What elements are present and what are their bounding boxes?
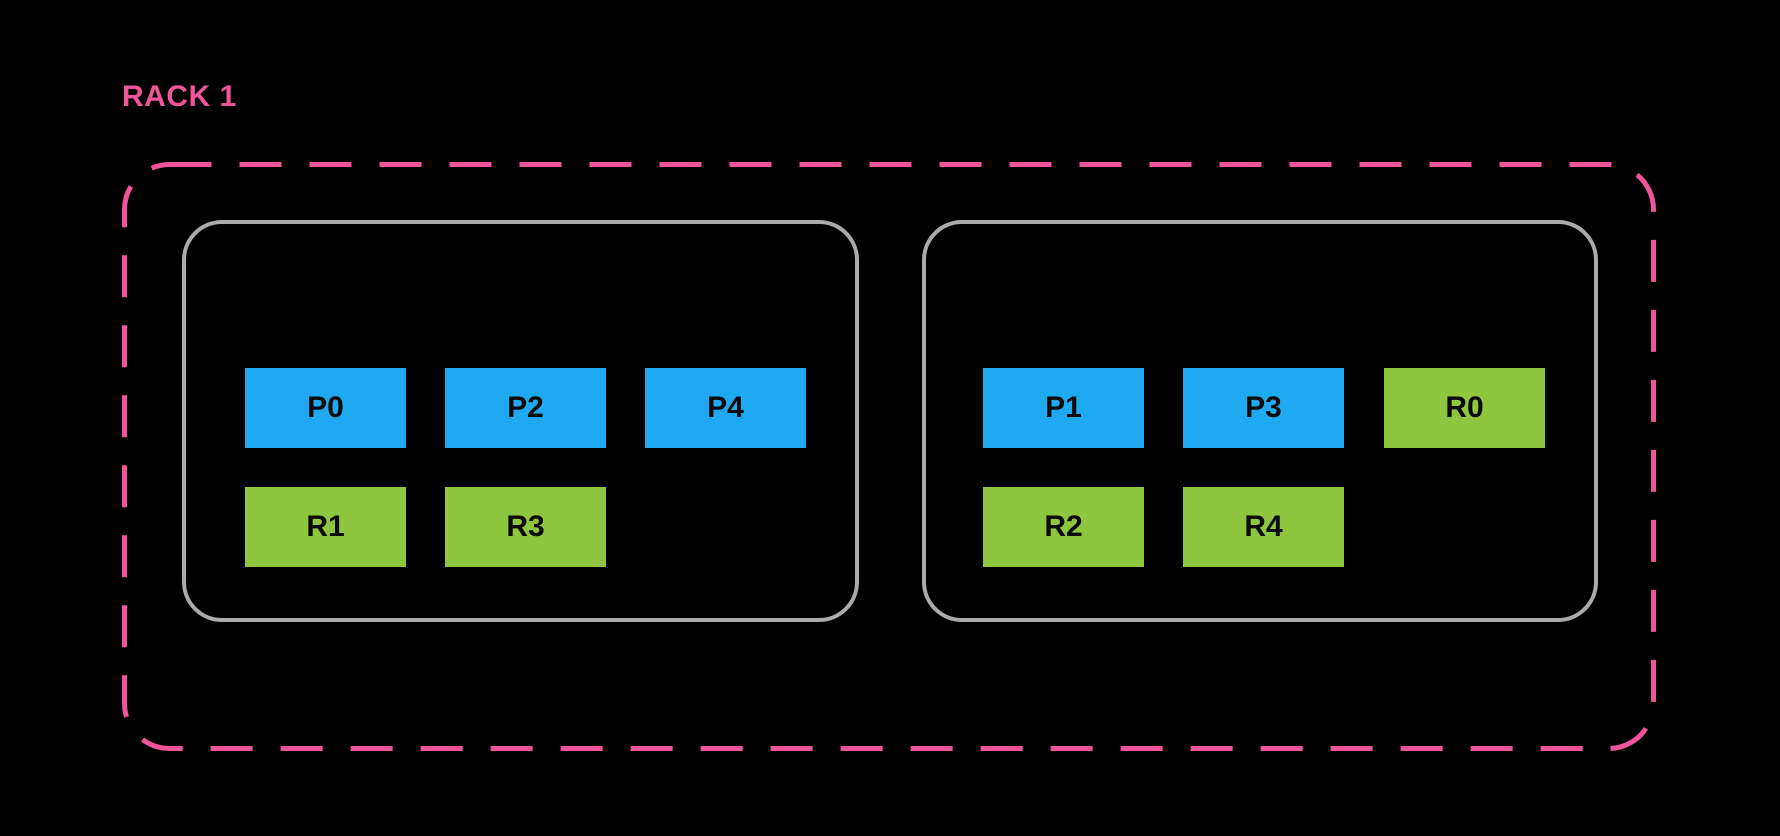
shard-label: R0 <box>1445 391 1484 424</box>
shard-r1: R1 <box>245 487 406 567</box>
shard-label: P4 <box>707 391 744 424</box>
shard-r0: R0 <box>1384 368 1545 448</box>
shard-r2: R2 <box>983 487 1144 567</box>
shard-label: R3 <box>506 510 545 543</box>
shard-r4: R4 <box>1183 487 1344 567</box>
shard-label: R1 <box>306 510 345 543</box>
shard-r3: R3 <box>445 487 606 567</box>
shard-p1: P1 <box>983 368 1144 448</box>
shard-label: R4 <box>1244 510 1283 543</box>
shard-p4: P4 <box>645 368 806 448</box>
node-box-left: P0 P2 P4 R1 R3 <box>182 220 859 622</box>
shard-p3: P3 <box>1183 368 1344 448</box>
shard-label: P0 <box>307 391 344 424</box>
shard-label: P3 <box>1245 391 1282 424</box>
shard-label: R2 <box>1044 510 1083 543</box>
shard-label: P1 <box>1045 391 1082 424</box>
shard-p0: P0 <box>245 368 406 448</box>
node-box-right: P1 P3 R0 R2 R4 <box>922 220 1598 622</box>
shard-label: P2 <box>507 391 544 424</box>
shard-p2: P2 <box>445 368 606 448</box>
rack-title: RACK 1 <box>122 80 237 113</box>
